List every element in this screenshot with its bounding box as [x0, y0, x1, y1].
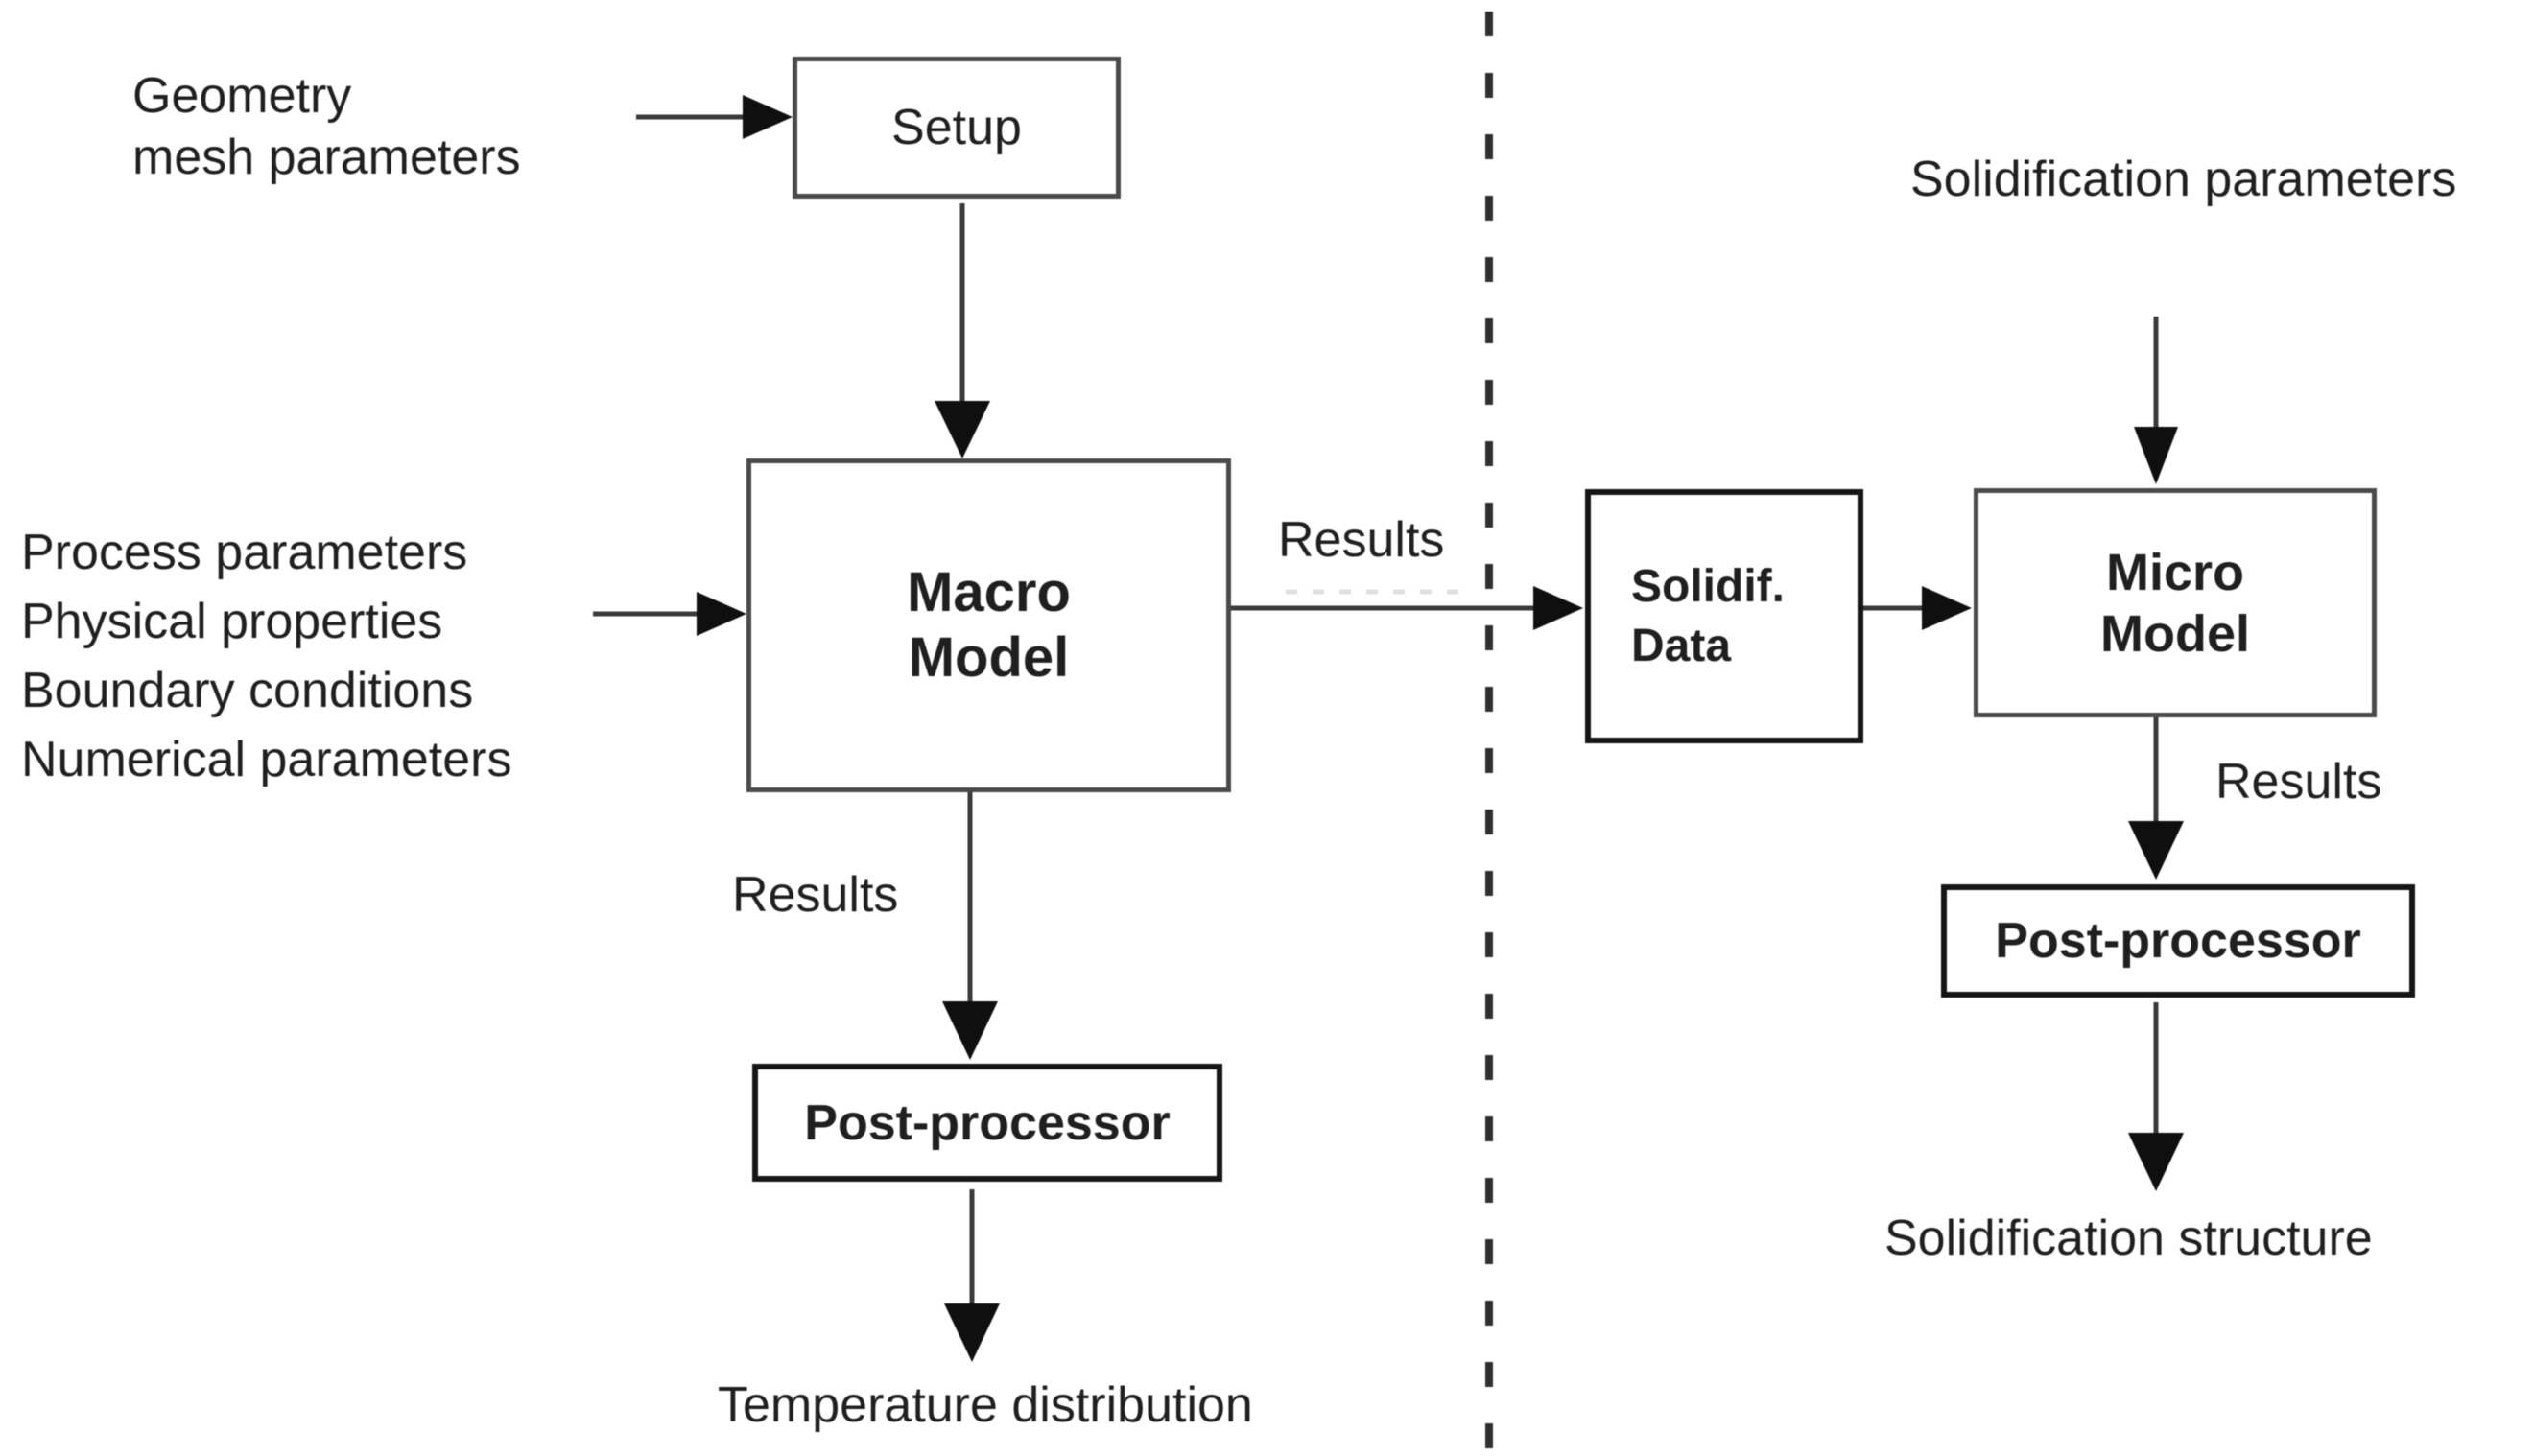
temperature-distribution-label: Temperature distribution [718, 1377, 1253, 1433]
arrow-solidparams-to-micro-head [2134, 427, 2178, 484]
geometry-mesh-parameters-label: Geometry mesh parameters [132, 68, 521, 185]
arrow-postprocessor-to-temperature-head [944, 1303, 1000, 1362]
arrow-macro-to-postprocessor-head [942, 1001, 998, 1060]
arrow-postprocessor-to-structure-head [2128, 1133, 2184, 1191]
arrow-geometry-to-setup-head [743, 95, 793, 139]
macro-model-box: Macro Model [746, 458, 1231, 792]
arrow-micro-to-postprocessor-head [2128, 821, 2184, 880]
arrow-macro-to-solidifdata-head [1533, 586, 1583, 630]
solidification-structure-label: Solidification structure [1884, 1210, 2373, 1266]
results-label-macro-to-data: Results [1278, 512, 1445, 568]
arrow-setup-to-macro-head [935, 401, 990, 458]
solidif-data-box: Solidif. Data [1585, 489, 1863, 743]
arrow-params-to-macro-head [697, 592, 746, 636]
arrow-solidifdata-to-micro-head [1922, 586, 1972, 630]
macro-inputs-label: Process parameters Physical properties B… [21, 525, 512, 787]
micro-model-box: Micro Model [1974, 488, 2377, 717]
setup-box: Setup [793, 57, 1121, 199]
results-label-micro-to-post: Results [2215, 754, 2382, 810]
post-processor-box-micro: Post-processor [1941, 884, 2415, 998]
solidification-parameters-label: Solidification parameters [1910, 152, 2457, 207]
post-processor-box-macro: Post-processor [752, 1064, 1222, 1182]
results-label-macro-to-post: Results [732, 867, 899, 923]
